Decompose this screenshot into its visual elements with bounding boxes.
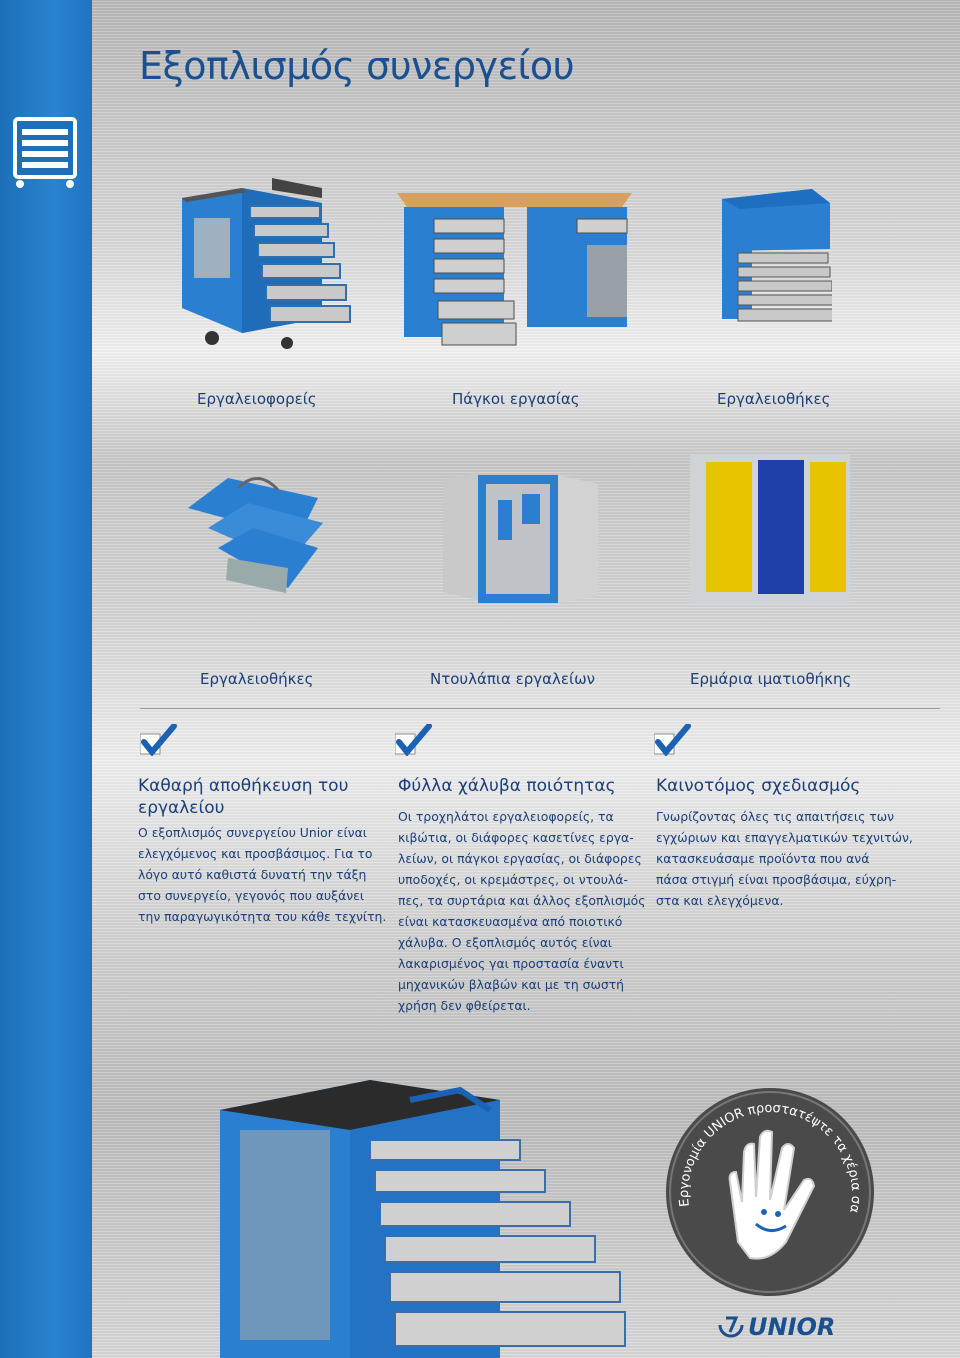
unior-logo-icon: UNIOR: [718, 1313, 835, 1340]
tool-cabinet-image: [443, 472, 598, 603]
tool-trolley-large-image: [220, 1080, 626, 1358]
caption-tool-boxes: Εργαλειοθήκες: [717, 390, 831, 408]
divider-line: [140, 708, 940, 709]
check-mark-icon: [140, 724, 177, 756]
feature-heading-clean-storage: Καθαρή αποθήκευση του εργαλείου: [138, 776, 349, 818]
toolbox-image: [722, 189, 832, 322]
cantilever-toolbox-image: [188, 477, 323, 593]
ergonomics-seal-icon: Εργονομία UNIOR προστατέψτε τα χέρια σας: [660, 1082, 874, 1296]
caption-wardrobe-lockers: Ερμάρια ιματιοθήκης: [690, 670, 852, 688]
feature-text-steel-sheets: Οι τροχηλάτοι εργαλειοφορείς, τα κιβώτια…: [398, 809, 646, 1013]
feature-text-innovative-design: Γνωρίζοντας όλες τις απαιτήσεις των εγχώ…: [656, 809, 913, 908]
feature-heading-steel-sheets: Φύλλα χάλυβα ποιότητας: [398, 776, 616, 796]
workbench-image: [397, 193, 632, 346]
check-mark-icon: [654, 724, 691, 756]
feature-text-clean-storage: Ο εξοπλισμός συνεργείου Unior είναι ελεγ…: [138, 825, 387, 924]
feature-heading-innovative-design: Καινοτόμος σχεδιασμός: [656, 776, 861, 796]
page-title: Εξοπλισμός συνεργείου: [139, 44, 575, 88]
caption-tool-trolleys: Εργαλειοφορείς: [197, 390, 317, 408]
wardrobe-locker-image: [690, 454, 850, 604]
brand-name: UNIOR: [748, 1313, 835, 1340]
sidebar-band: [0, 0, 92, 1358]
caption-tool-boxes-2: Εργαλειοθήκες: [200, 670, 314, 688]
check-mark-icon: [395, 724, 432, 756]
tool-trolley-image: [182, 178, 351, 349]
tool-cart-icon: [13, 117, 77, 188]
caption-workbenches: Πάγκοι εργασίας: [452, 390, 580, 408]
caption-tool-cabinets: Ντουλάπια εργαλείων: [430, 670, 596, 688]
